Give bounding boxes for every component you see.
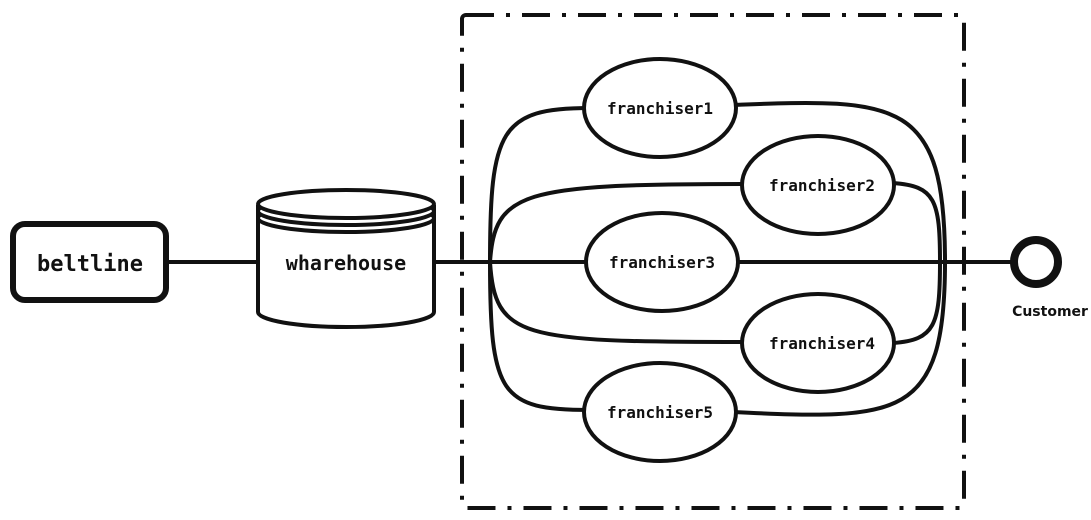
node-franchiser1: franchiser1 bbox=[582, 57, 738, 159]
franchiser5-label: franchiser5 bbox=[607, 403, 713, 422]
wharehouse-drum-ring-1 bbox=[256, 188, 436, 220]
franchiser3-ellipse bbox=[584, 211, 740, 313]
edge-franchiser4-customer bbox=[892, 261, 942, 345]
franchiser2-ellipse bbox=[740, 134, 896, 236]
franchiser5-ellipse bbox=[582, 361, 738, 463]
edge-wharehouse-franchiser4 bbox=[488, 261, 743, 344]
beltline-label: beltline bbox=[37, 252, 143, 277]
connector-lines bbox=[167, 100, 1014, 417]
beltline-box bbox=[10, 221, 169, 303]
edge-franchiser1-customer bbox=[733, 100, 947, 263]
node-franchiser5: franchiser5 bbox=[582, 361, 738, 463]
node-customer: Customer bbox=[1010, 236, 1088, 320]
edge-wharehouse-franchiser2 bbox=[488, 182, 743, 263]
wharehouse-label: wharehouse bbox=[286, 251, 406, 275]
customer-label: Customer bbox=[1012, 304, 1088, 320]
customer-circle bbox=[1010, 236, 1062, 288]
edge-wharehouse-franchiser5 bbox=[488, 261, 591, 412]
franchiser4-ellipse bbox=[740, 292, 896, 394]
edge-wharehouse-franchiser1 bbox=[488, 106, 591, 263]
node-franchiser3: franchiser3 bbox=[584, 211, 740, 313]
franchiser2-label: franchiser2 bbox=[769, 176, 875, 195]
wharehouse-drum-body bbox=[256, 205, 436, 329]
franchiser1-label: franchiser1 bbox=[607, 99, 713, 118]
edge-franchiser5-customer bbox=[732, 261, 947, 417]
edge-franchiser2-customer bbox=[892, 181, 942, 263]
node-beltline: beltline bbox=[10, 221, 169, 303]
franchiser3-label: franchiser3 bbox=[609, 253, 715, 272]
node-franchiser4: franchiser4 bbox=[740, 292, 896, 394]
franchiser4-label: franchiser4 bbox=[769, 334, 875, 353]
node-wharehouse: wharehouse bbox=[256, 188, 436, 329]
node-franchiser2: franchiser2 bbox=[740, 134, 896, 236]
franchiser1-ellipse bbox=[582, 57, 738, 159]
